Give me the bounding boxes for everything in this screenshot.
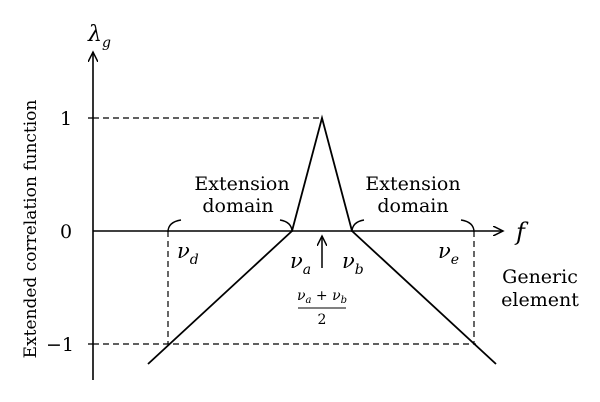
right-extension-label-line2: domain <box>377 195 448 217</box>
nu-d-label: νd <box>177 239 199 268</box>
right-domain-bracket-end <box>460 219 475 233</box>
generic-element-label-line1: Generic <box>502 266 578 288</box>
left-extension-label-line1: Extension <box>194 173 289 195</box>
generic-element-label-line2: element <box>501 289 579 311</box>
left-extension-label-line2: domain <box>202 195 273 217</box>
y-tick-label-1: 1 <box>60 108 72 130</box>
midpoint-fraction-denominator: 2 <box>318 312 327 328</box>
y-tick-label-0: 0 <box>60 221 72 243</box>
right-domain-bracket-start <box>351 219 365 233</box>
triangle-peak <box>291 114 353 232</box>
midpoint-fraction-numerator: νa + νb <box>297 288 347 306</box>
nu-b-label: νb <box>342 249 364 278</box>
y-axis-variable: λg <box>87 22 111 51</box>
nu-a-label: νa <box>290 249 311 278</box>
y-axis-title: Extended correlation function <box>21 100 41 359</box>
left-domain-bracket-end <box>279 219 293 233</box>
left-domain-bracket-start <box>167 219 182 233</box>
right-extension-label-line1: Extension <box>365 173 460 195</box>
nu-e-label: νe <box>438 239 459 268</box>
left-extension-line <box>147 230 293 365</box>
y-tick-label-minus1: −1 <box>46 334 74 356</box>
right-extension-line <box>351 230 497 365</box>
x-axis-variable: f <box>514 218 529 246</box>
